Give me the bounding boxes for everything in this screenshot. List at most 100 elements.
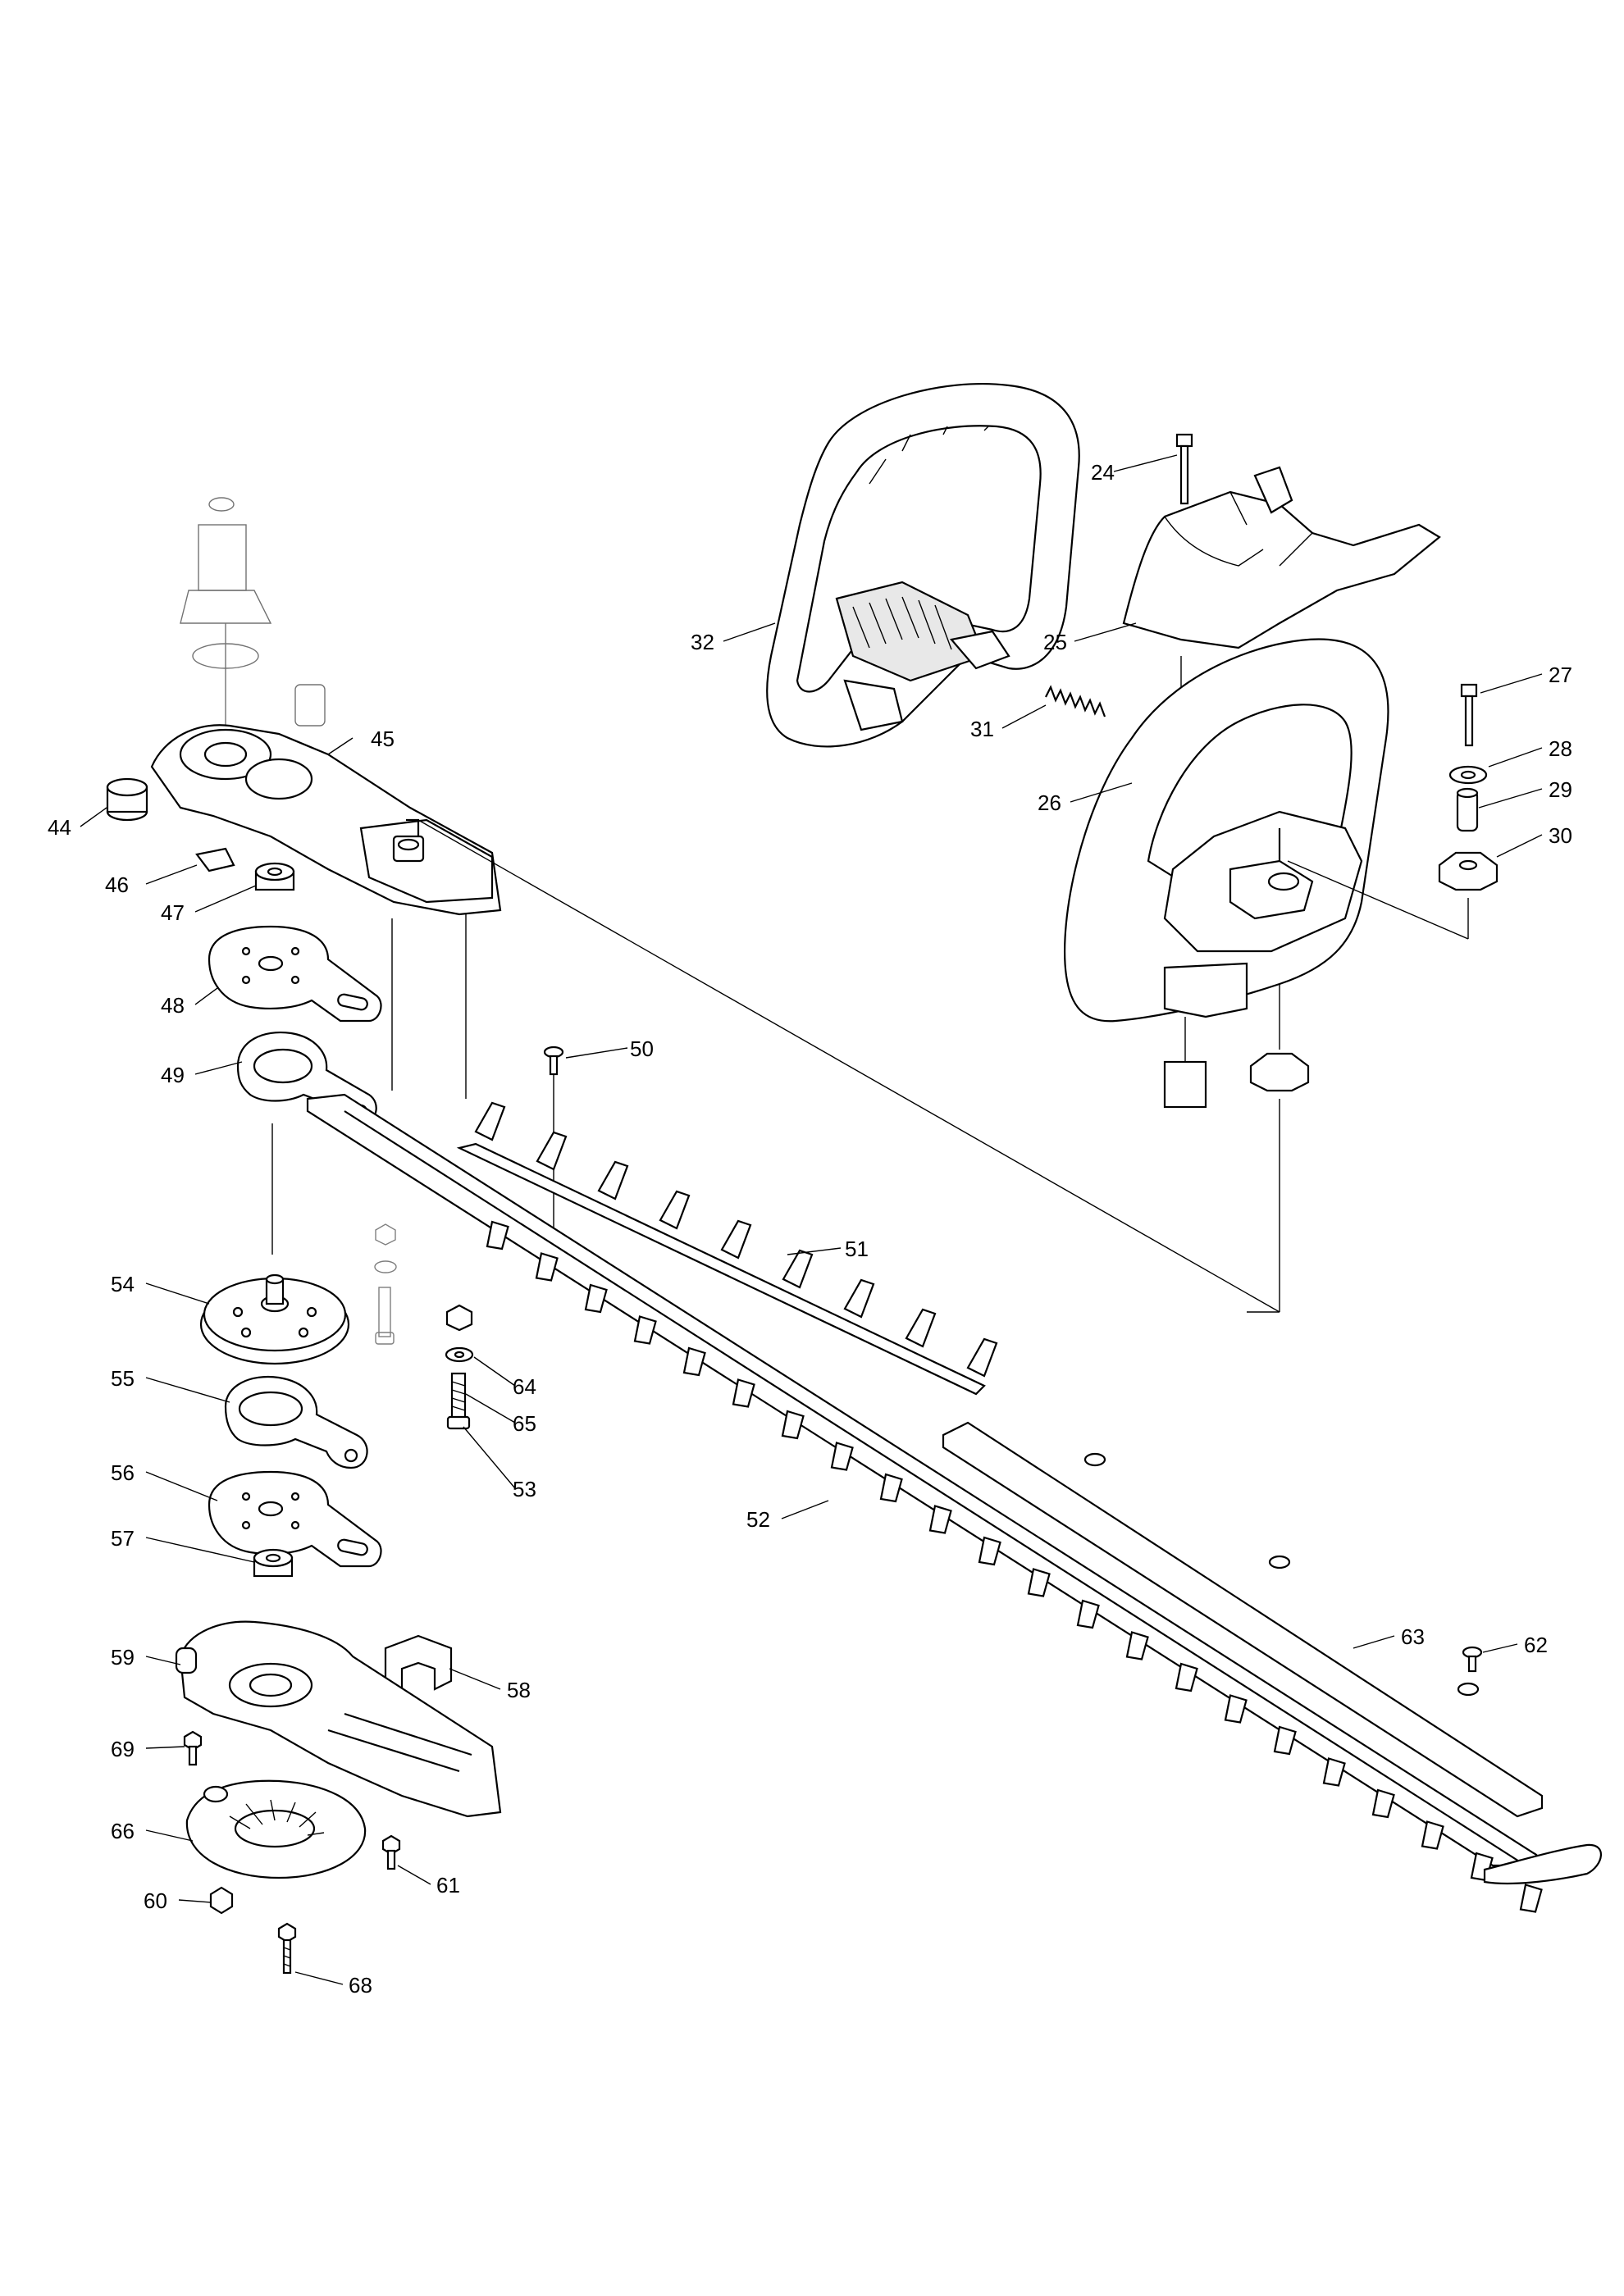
label-54: 54: [111, 1272, 135, 1296]
label-50: 50: [630, 1036, 654, 1061]
blade-tooth: [1273, 1725, 1297, 1756]
guide-plate-screw: [1457, 1682, 1480, 1697]
label-46: 46: [105, 872, 129, 897]
blade-tooth: [1421, 1820, 1444, 1850]
label-25: 25: [1043, 630, 1067, 654]
part-48-plate: [208, 925, 382, 1023]
part-61-screw: [381, 1834, 401, 1870]
label-31: 31: [970, 717, 994, 741]
guide-finger: [720, 1219, 752, 1260]
part-69-screw: [183, 1730, 203, 1766]
bolt-stack-ghost: [374, 1223, 397, 1345]
part-27-screw: [1460, 683, 1478, 747]
label-59: 59: [111, 1645, 135, 1670]
blade-tooth: [978, 1536, 1001, 1566]
blade-tooth: [535, 1252, 559, 1282]
blade-tooth: [682, 1346, 706, 1377]
part-47-bearing: [254, 862, 295, 891]
part-46-clip: [195, 847, 235, 872]
part-29-sleeve: [1456, 787, 1479, 832]
label-49: 49: [161, 1063, 185, 1087]
blade-tooth: [1076, 1599, 1100, 1629]
part-51-blade-guide: [456, 1142, 986, 1396]
guide-finger: [659, 1190, 691, 1230]
blade-tooth: [633, 1315, 657, 1345]
guide-plate-screw: [1268, 1555, 1291, 1569]
label-61: 61: [436, 1873, 460, 1897]
guide-finger: [597, 1160, 629, 1200]
guide-plate-screws: [1083, 1452, 1480, 1697]
part-28-washer: [1448, 765, 1488, 785]
blade-tooth: [1175, 1662, 1198, 1692]
label-32: 32: [691, 630, 714, 654]
label-69: 69: [111, 1737, 135, 1761]
blade-tooth: [1027, 1568, 1051, 1597]
blade-teeth-lower: [486, 1220, 1543, 1913]
label-63: 63: [1401, 1624, 1425, 1649]
label-24: 24: [1091, 460, 1115, 485]
label-62: 62: [1524, 1633, 1548, 1657]
part-62-screw: [1462, 1646, 1483, 1673]
label-51: 51: [845, 1237, 869, 1261]
label-56: 56: [111, 1460, 135, 1485]
part-59-lower-housing: [175, 1620, 502, 1818]
label-64: 64: [513, 1374, 536, 1399]
label-48: 48: [161, 993, 185, 1018]
label-53: 53: [513, 1477, 536, 1501]
part-64-nut: [445, 1304, 473, 1332]
blade-tooth: [1371, 1788, 1395, 1819]
blade-tooth: [928, 1505, 952, 1534]
label-plate: [1163, 1060, 1207, 1109]
part-57-bearing: [253, 1548, 294, 1578]
guide-finger: [843, 1278, 875, 1319]
label-55: 55: [111, 1366, 135, 1391]
blade-tooth: [879, 1473, 903, 1503]
part-24-screw: [1175, 433, 1193, 505]
label-26: 26: [1038, 790, 1061, 815]
guide-finger: [536, 1131, 568, 1171]
label-44: 44: [48, 815, 71, 840]
blade-tip: [1483, 1843, 1602, 1885]
label-60: 60: [144, 1888, 167, 1913]
leader-lines: [80, 454, 1543, 1985]
label-65: 65: [513, 1411, 536, 1436]
part-labels: 24 25 26 27 28 29 30 31 32 44 45 46 47 4…: [48, 460, 1572, 1998]
part-50-screw: [543, 1046, 564, 1076]
part-56-plate: [208, 1470, 382, 1568]
blade-tooth: [1519, 1884, 1543, 1913]
part-32-rear-handle: [766, 382, 1080, 748]
part-30-wing-nut: [1438, 851, 1499, 891]
part-63-guide-plate: [942, 1421, 1544, 1818]
guide-finger: [905, 1308, 937, 1348]
part-26-front-handle: [1064, 638, 1389, 1023]
part-60-cap: [209, 1886, 234, 1915]
label-58: 58: [507, 1678, 531, 1702]
blade-teeth-upper: [474, 1101, 998, 1378]
guide-plate-screw: [1083, 1452, 1106, 1467]
blade-tooth: [1322, 1757, 1346, 1787]
part-58-spacer: [384, 1634, 453, 1691]
guide-finger: [782, 1249, 814, 1289]
label-29: 29: [1549, 777, 1572, 802]
part-44-bushing: [106, 777, 148, 822]
label-47: 47: [161, 900, 185, 925]
label-66: 66: [111, 1819, 135, 1843]
part-31-spring: [1045, 685, 1106, 718]
label-68: 68: [349, 1973, 372, 1998]
part-68-screw: [277, 1922, 297, 1975]
guide-finger: [966, 1337, 998, 1378]
blade-tooth: [584, 1283, 608, 1314]
label-52: 52: [746, 1507, 770, 1532]
part-53-bolt: [446, 1372, 471, 1430]
label-57: 57: [111, 1526, 135, 1551]
wing-nut-secondary: [1249, 1052, 1310, 1092]
blade-tooth: [781, 1410, 805, 1440]
guide-finger: [474, 1101, 506, 1141]
armature: [180, 497, 326, 738]
blade-tooth: [486, 1220, 509, 1250]
blade-tooth: [732, 1378, 755, 1408]
part-25-handle-cover: [1122, 466, 1441, 649]
blade-tooth: [830, 1442, 854, 1471]
part-65-washer: [445, 1346, 474, 1363]
